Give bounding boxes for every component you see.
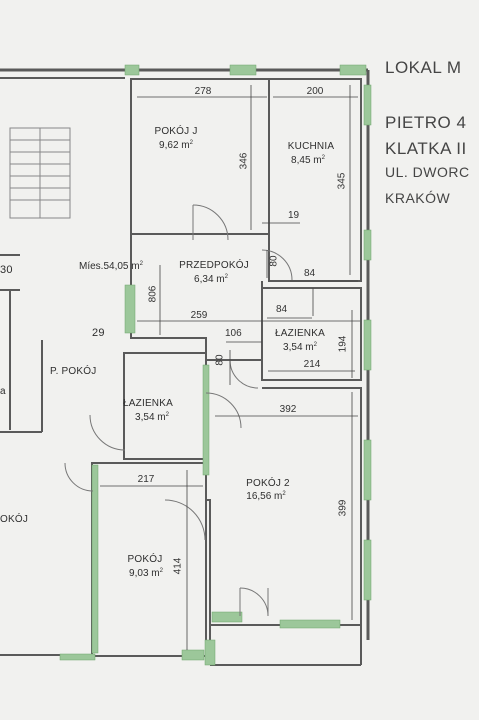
room-name-pokoj-j: POKÓJ J [154, 126, 198, 137]
neighbour-30: 30 [0, 264, 13, 276]
info-city: KRAKÓW [385, 190, 451, 206]
dim-label: 392 [279, 404, 297, 415]
dim-label: 345 [336, 172, 348, 190]
dim-label: 106 [225, 328, 242, 339]
room-area-pokoj-j: 9,62 m2 [159, 140, 193, 151]
dim-label: 84 [304, 268, 316, 279]
room-name-przedpokoj: PRZEDPOKÓJ [179, 260, 249, 271]
dim-label: 414 [172, 557, 184, 575]
neighbour-p-pokoj: P. POKÓJ [50, 366, 97, 377]
dim-label: 346 [238, 152, 250, 170]
room-area-pokoj: 9,03 m2 [129, 568, 163, 579]
dim-label: 806 [147, 285, 159, 303]
doors [64, 204, 293, 617]
dim-label: 214 [303, 359, 321, 370]
room-area-lazienka-left: 3,54 m2 [135, 412, 169, 423]
room-name-pokoj-2: POKÓJ 2 [246, 478, 290, 489]
room-area-kuchnia: 8,45 m2 [291, 155, 325, 166]
room-area-pokoj-2: 16,56 m2 [246, 491, 286, 502]
dimension-lines [100, 85, 360, 650]
info-street: UL. DWORC [385, 164, 470, 180]
dim-label: 278 [194, 86, 212, 97]
room-area-lazienka-right: 3,54 m2 [283, 342, 317, 353]
dim-label: 80 [214, 354, 226, 366]
info-stair: KLATKA II [385, 139, 467, 158]
room-name-lazienka-left: ŁAZIENKA [123, 398, 173, 409]
dim-label: 200 [306, 86, 324, 97]
dim-label: 84 [276, 304, 288, 315]
dim-label: 80 [268, 255, 280, 267]
neighbour-a: a [0, 386, 6, 397]
neighbour-29: 29 [92, 327, 105, 339]
dim-label: 194 [337, 335, 349, 353]
windows [59, 64, 372, 666]
staircase [9, 127, 71, 219]
dim-label: 19 [288, 210, 300, 221]
room-name-pokoj: POKÓJ [127, 554, 163, 565]
room-name-kuchnia: KUCHNIA [287, 141, 335, 152]
info-floor: PIETRO 4 [385, 113, 467, 132]
dim-label: 217 [137, 474, 155, 485]
info-title: LOKAL M [385, 58, 462, 77]
dim-label: 259 [190, 310, 208, 321]
room-name-lazienka-right: ŁAZIENKA [275, 328, 325, 339]
neighbour-okoj: OKÓJ [0, 514, 29, 525]
summary-area: Míes.54,05 m2 [79, 261, 143, 272]
room-area-przedpokoj: 6,34 m2 [194, 274, 228, 285]
dim-label: 399 [337, 499, 349, 517]
